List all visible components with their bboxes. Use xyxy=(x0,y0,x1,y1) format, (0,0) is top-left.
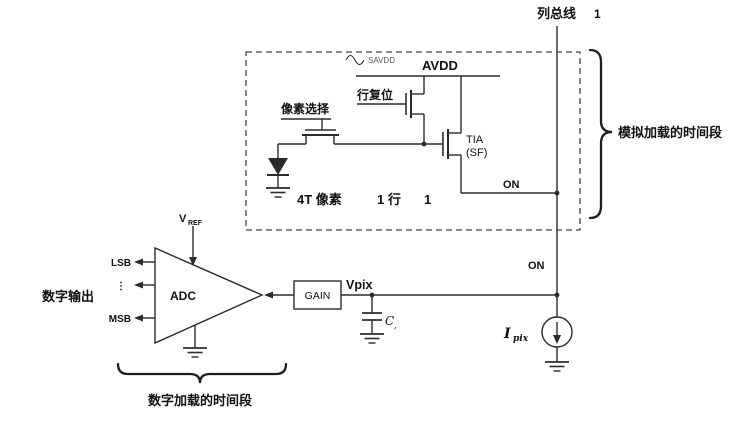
analog-period-annotation: 模拟加载的时间段 xyxy=(588,48,722,220)
tilde-squiggle-icon xyxy=(345,55,365,65)
savdd-annotation: SAVDD xyxy=(368,56,395,65)
tia-label: TIA xyxy=(466,134,484,146)
readout-chain: GAIN Vpix C , ON xyxy=(264,260,560,344)
left-arrow-icon xyxy=(134,258,143,266)
photodiode xyxy=(266,144,290,198)
junction-dot xyxy=(421,141,427,147)
lsb-label: LSB xyxy=(111,258,131,269)
tia-sub-label: (SF) xyxy=(466,147,487,159)
row-reset-transistor: 行复位 xyxy=(356,76,425,144)
ground-symbol xyxy=(360,333,384,344)
digital-period-annotation: 数字加载的时间段 xyxy=(116,362,288,408)
avdd-label: AVDD xyxy=(422,58,458,73)
left-arrow-icon xyxy=(134,314,143,322)
pixel-dashed-box xyxy=(245,51,581,231)
tia-sf-transistor: TIA (SF) ON xyxy=(442,76,557,194)
junction-dot xyxy=(554,292,560,298)
pixel-caption-col: 1 xyxy=(424,192,431,207)
msb-label: MSB xyxy=(109,314,131,325)
adc-triangle xyxy=(154,246,264,345)
gain-box xyxy=(293,280,342,310)
column-bus-index: 1 xyxy=(594,7,601,21)
pixel-caption: 4T 像素 xyxy=(297,192,342,207)
row-reset-label: 行复位 xyxy=(356,87,393,102)
analog-period-label: 模拟加载的时间段 xyxy=(618,125,722,140)
ipix-label: I xyxy=(503,326,511,342)
bottom-brace-icon xyxy=(116,362,288,384)
down-arrow-icon xyxy=(189,257,197,266)
sampling-capacitor: C , xyxy=(360,295,397,344)
photodiode-icon xyxy=(268,158,288,175)
ipix-subscript: pix xyxy=(513,334,529,344)
column-bus: 列总线 1 xyxy=(537,6,601,317)
pixel-select-transistor: 像素选择 xyxy=(278,101,443,145)
ground-symbol xyxy=(545,361,569,372)
pixel-current-source: I pix xyxy=(503,316,573,372)
down-arrow-icon xyxy=(553,335,561,344)
on-label-column: ON xyxy=(528,260,545,272)
vpix-label: Vpix xyxy=(346,278,372,292)
adc-block: ADC V REF LSB ⋮ MSB 数字输出 xyxy=(42,213,264,358)
column-bus-label: 列总线 xyxy=(537,6,576,21)
bits-ellipsis: ⋮ xyxy=(116,281,126,292)
right-brace-icon xyxy=(588,48,613,220)
junction-dot xyxy=(554,190,560,196)
cap-subscript: , xyxy=(394,321,397,331)
gain-label: GAIN xyxy=(305,290,331,302)
ground-symbol xyxy=(183,347,207,358)
digital-output-label: 数字输出 xyxy=(42,289,94,304)
ground-symbol xyxy=(266,187,290,198)
left-arrow-icon xyxy=(264,291,273,299)
adc-label: ADC xyxy=(170,289,196,303)
left-arrow-icon xyxy=(134,281,143,289)
cap-label: C xyxy=(385,314,394,328)
digital-period-label: 数字加载的时间段 xyxy=(148,393,252,408)
pixel-cell: SAVDD AVDD 行复位 像素选择 xyxy=(266,55,560,207)
on-label-pixel: ON xyxy=(503,179,520,191)
vref-label: V xyxy=(179,213,187,225)
pixel-caption-row: 1 行 xyxy=(377,192,401,207)
pixel-select-label: 像素选择 xyxy=(281,101,330,116)
vref-subscript: REF xyxy=(188,220,203,227)
